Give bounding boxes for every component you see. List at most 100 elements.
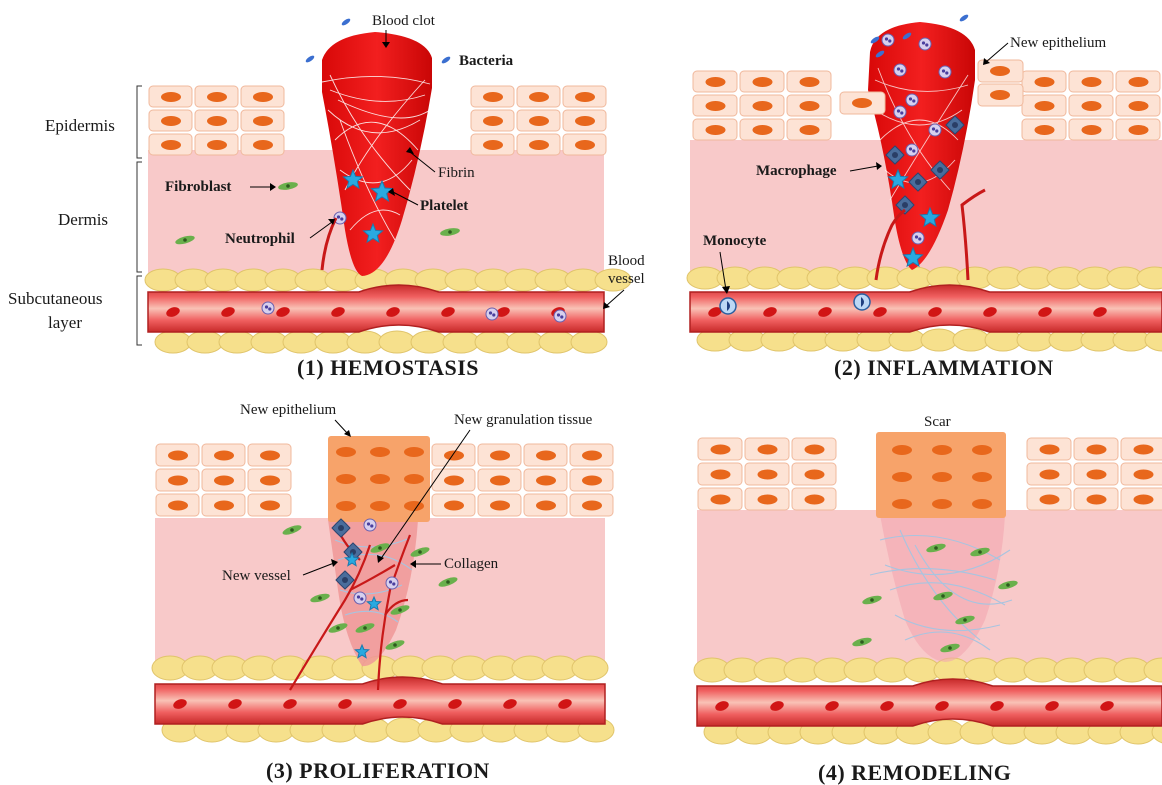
neutrophil-lobe <box>370 524 373 527</box>
neutrophil-lobe <box>918 237 921 240</box>
bacterium <box>305 54 316 63</box>
cell-nucleus <box>161 140 181 150</box>
cell-nucleus <box>1040 495 1060 505</box>
cell-nucleus <box>1035 77 1055 87</box>
cell-nucleus <box>582 451 602 461</box>
macrophage-nucleus <box>937 167 943 173</box>
cell-nucleus <box>1087 470 1107 480</box>
cell-nucleus <box>370 447 390 457</box>
fat-cell <box>507 331 543 353</box>
cell-nucleus <box>490 476 510 486</box>
panel-proliferation: New epithelium New granulation tissue Ne… <box>152 402 614 783</box>
neutrophil <box>486 308 498 320</box>
cell-nucleus <box>758 445 778 455</box>
cell-nucleus <box>370 474 390 484</box>
cell-nucleus <box>260 501 280 511</box>
bacterium <box>341 17 352 26</box>
platelet-label: Platelet <box>420 198 468 214</box>
blood-clot-label: Blood clot <box>372 13 436 29</box>
fibroblast-nucleus <box>393 643 397 647</box>
panel-hemostasis: Blood clot Bacteria Fibroblast Fibrin Pl… <box>145 13 645 380</box>
cell-nucleus <box>932 499 952 509</box>
cell-nucleus <box>575 116 595 126</box>
neutrophil <box>919 38 931 50</box>
cell-nucleus <box>711 495 731 505</box>
fibroblast-nucleus <box>941 594 945 598</box>
neutrophil-lobe <box>897 109 900 112</box>
neutrophil <box>929 124 941 136</box>
new-epithelium-label: New epithelium <box>1010 35 1107 51</box>
macrophage-nucleus <box>915 179 921 185</box>
fat-cell <box>928 720 964 744</box>
cell-nucleus <box>404 447 424 457</box>
fibroblast-nucleus <box>363 626 367 630</box>
neutrophil-lobe <box>945 71 948 74</box>
neutrophil-lobe <box>340 217 343 220</box>
neutrophil-lobe <box>909 97 912 100</box>
neutrophil-lobe <box>268 307 271 310</box>
cell-nucleus <box>972 499 992 509</box>
cell-nucleus <box>483 140 503 150</box>
cell-nucleus <box>207 140 227 150</box>
neutrophil-lobe <box>489 311 492 314</box>
cell-nucleus <box>490 451 510 461</box>
neutrophil-lobe <box>897 67 900 70</box>
bacterium <box>959 13 970 22</box>
cell-nucleus <box>253 116 273 126</box>
cell-nucleus <box>483 92 503 102</box>
macrophage-nucleus <box>952 122 958 128</box>
panel-title-remodeling: (4) REMODELING <box>818 760 1011 785</box>
neutrophil-lobe <box>932 127 935 130</box>
neutrophil <box>386 577 398 589</box>
cell-nucleus <box>207 116 227 126</box>
cell-nucleus <box>706 125 726 135</box>
fat-cell <box>155 331 191 353</box>
fat-cell <box>347 331 383 353</box>
cell-nucleus <box>758 495 778 505</box>
cell-nucleus <box>214 451 234 461</box>
cell-nucleus <box>168 476 188 486</box>
cell-nucleus <box>1129 101 1149 111</box>
fibroblast-nucleus <box>398 608 402 612</box>
cell-nucleus <box>529 140 549 150</box>
cell-nucleus <box>214 476 234 486</box>
neutrophil-lobe <box>357 595 360 598</box>
new-granulation-tissue-label: New granulation tissue <box>454 412 593 428</box>
cell-nucleus <box>758 470 778 480</box>
cell-nucleus <box>1040 470 1060 480</box>
panel-remodeling: Scar (4) REMODELING <box>694 414 1162 785</box>
neutrophil <box>894 64 906 76</box>
fibroblast-nucleus <box>418 550 422 554</box>
cell-nucleus <box>336 447 356 457</box>
cell-nucleus <box>336 474 356 484</box>
cell-nucleus <box>161 92 181 102</box>
cell-nucleus <box>892 499 912 509</box>
fibroblast-nucleus <box>336 626 340 630</box>
neutrophil-lobe <box>560 315 563 318</box>
neutrophil-lobe <box>912 149 915 152</box>
fat-cell <box>571 331 607 353</box>
fibroblast-nucleus <box>378 546 382 550</box>
panel-title-proliferation: (3) PROLIFERATION <box>266 758 490 783</box>
neutrophil-lobe <box>360 597 363 600</box>
fat-cell <box>443 331 479 353</box>
new-epithelium-arrow <box>986 43 1008 62</box>
subcutaneous-label-1: Subcutaneous <box>8 289 102 308</box>
cell-nucleus <box>1134 495 1154 505</box>
neutrophil <box>939 66 951 78</box>
cell-nucleus <box>260 451 280 461</box>
cell-nucleus <box>529 116 549 126</box>
cell-nucleus <box>1087 495 1107 505</box>
cell-nucleus <box>800 77 820 87</box>
vessel-body <box>155 677 605 724</box>
cell-nucleus <box>575 92 595 102</box>
fat-cell <box>921 329 957 351</box>
cell-nucleus <box>972 445 992 455</box>
neutrophil-lobe <box>337 215 340 218</box>
cell-nucleus <box>253 140 273 150</box>
neutrophil-lobe <box>909 147 912 150</box>
macrophage-nucleus <box>338 525 344 531</box>
subcutaneous-bracket <box>137 276 142 345</box>
macrophage-label: Macrophage <box>756 163 837 179</box>
